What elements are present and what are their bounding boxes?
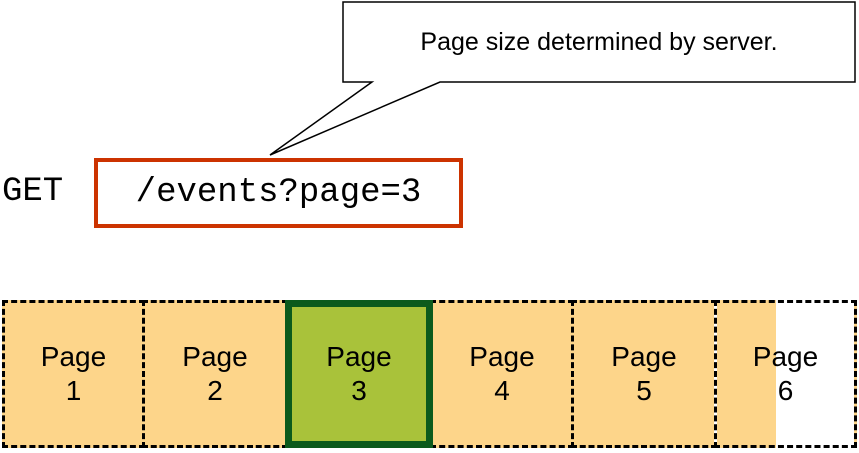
page-number: 1 (65, 375, 82, 406)
http-method: GET (2, 173, 64, 211)
url-highlight-box: /events?page=3 (94, 158, 463, 228)
page-number: 6 (777, 375, 794, 406)
pages-row: Page 1 Page 2 Page 3 Page 4 Page 5 Page … (2, 300, 857, 448)
request-url: /events?page=3 (135, 174, 422, 212)
page-block-3-current: Page 3 (285, 300, 433, 448)
page-label: Page (40, 341, 107, 372)
page-block-1: Page 1 (2, 300, 145, 448)
page-number: 2 (207, 375, 223, 406)
callout-shape (269, 1, 856, 156)
page-number: 5 (636, 375, 652, 406)
callout-bubble (269, 1, 856, 156)
callout-text: Page size determined by server. (420, 27, 778, 56)
page-number: 3 (351, 375, 367, 406)
page-block-6-partial: Page 6 (714, 300, 857, 448)
page-label: Page (182, 341, 248, 372)
page-block-5: Page 5 (571, 300, 717, 448)
page-block-4: Page 4 (430, 300, 574, 448)
page-label: Page (611, 341, 677, 372)
page-block-2: Page 2 (142, 300, 288, 448)
page-label: Page (326, 341, 392, 372)
page-number: 4 (494, 375, 510, 406)
page-label: Page (752, 341, 819, 372)
page-label: Page (469, 341, 535, 372)
